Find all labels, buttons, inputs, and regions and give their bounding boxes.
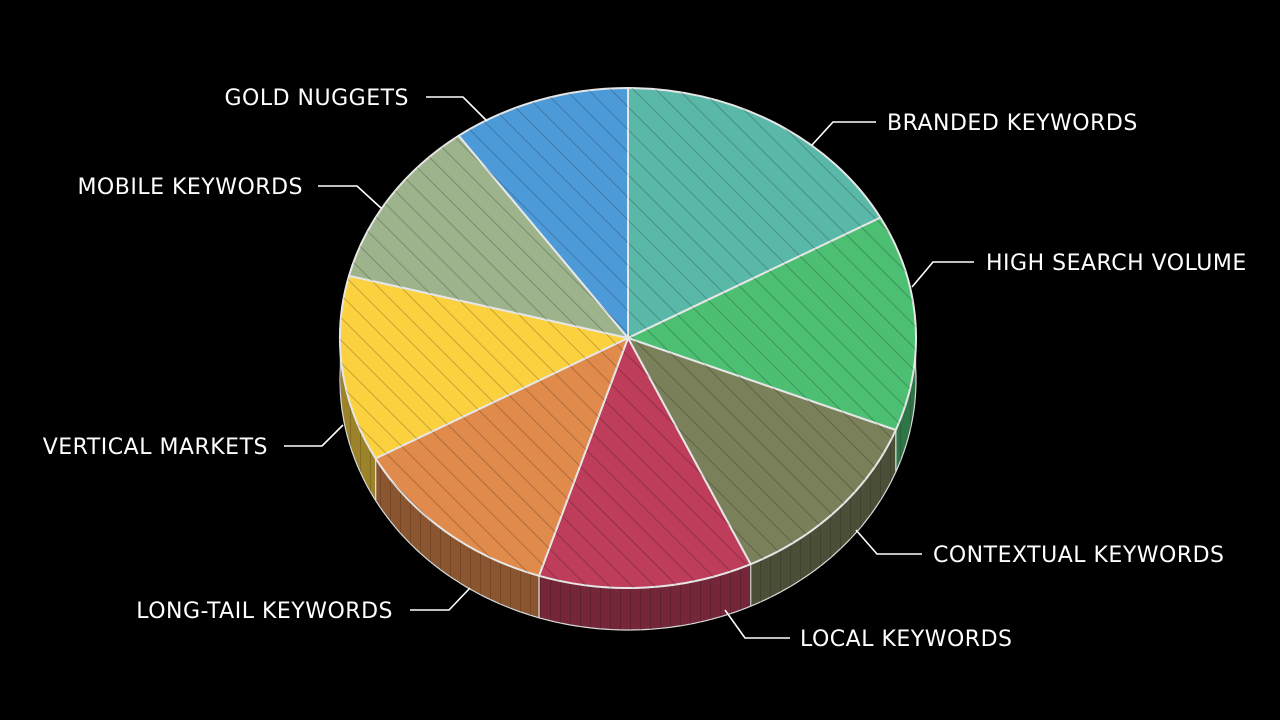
- pie-slice-hatch-0: [628, 88, 881, 338]
- slice-label-7: GOLD NUGGETS: [224, 86, 409, 111]
- leader-line-4: [410, 587, 471, 611]
- leader-line-6: [318, 185, 382, 209]
- pie-slice-hatch-7: [458, 87, 628, 338]
- pie-slice-hatch-5: [339, 275, 628, 459]
- leader-line-1: [911, 261, 974, 288]
- pie-slice-hatch-2: [628, 338, 896, 565]
- slice-label-4: LONG-TAIL KEYWORDS: [136, 599, 393, 624]
- slice-label-3: LOCAL KEYWORDS: [800, 627, 1012, 652]
- slice-label-2: CONTEXTUAL KEYWORDS: [933, 543, 1225, 568]
- pie-slice-hatch-6: [349, 135, 628, 338]
- pie-side-ribs-2: [750, 430, 896, 607]
- pie-slice-hatch-1: [628, 217, 917, 430]
- pie-slice-hatch-4: [375, 338, 628, 576]
- slice-label-0: BRANDED KEYWORDS: [887, 111, 1138, 136]
- leader-line-5: [284, 424, 344, 447]
- pie-labels: BRANDED KEYWORDS HIGH SEARCH VOLUME CONTEX…: [43, 86, 1247, 652]
- leader-line-2: [855, 529, 922, 555]
- slice-label-1: HIGH SEARCH VOLUME: [986, 251, 1247, 276]
- pie-side-ribs-1: [895, 325, 916, 472]
- slice-label-6: MOBILE KEYWORDS: [77, 175, 303, 200]
- leader-line-7: [426, 96, 488, 122]
- leader-line-3: [724, 609, 790, 639]
- pie-slice-hatch-3: [539, 338, 751, 589]
- pie-side-ribs-5: [340, 325, 376, 501]
- slice-label-5: VERTICAL MARKETS: [43, 435, 268, 460]
- pie-side-ribs-4: [375, 458, 539, 618]
- pie-tops: [338, 87, 917, 589]
- leader-line-0: [811, 121, 876, 146]
